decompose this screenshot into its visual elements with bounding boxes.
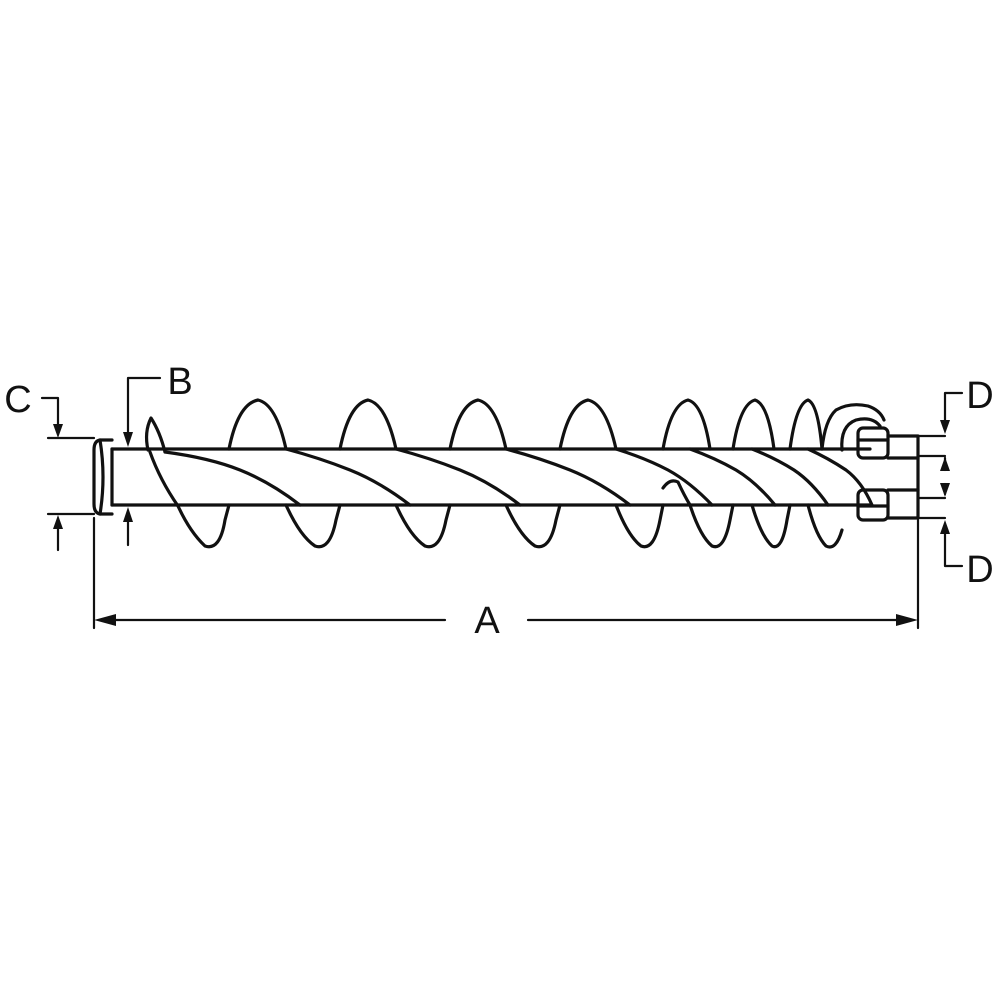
label-c: C xyxy=(4,379,31,421)
auger-end-hub xyxy=(856,426,947,522)
label-a: A xyxy=(474,600,500,642)
auger-shaft xyxy=(92,438,872,516)
dimension-c xyxy=(40,396,96,552)
dimension-a xyxy=(92,516,920,630)
label-b: B xyxy=(167,361,192,403)
dimension-d-top xyxy=(940,391,964,472)
dimension-d-bottom xyxy=(940,482,964,568)
label-d-top: D xyxy=(966,375,993,417)
auger-flighting xyxy=(144,398,886,549)
label-d-bottom: D xyxy=(966,549,993,591)
dimension-b xyxy=(123,376,162,547)
